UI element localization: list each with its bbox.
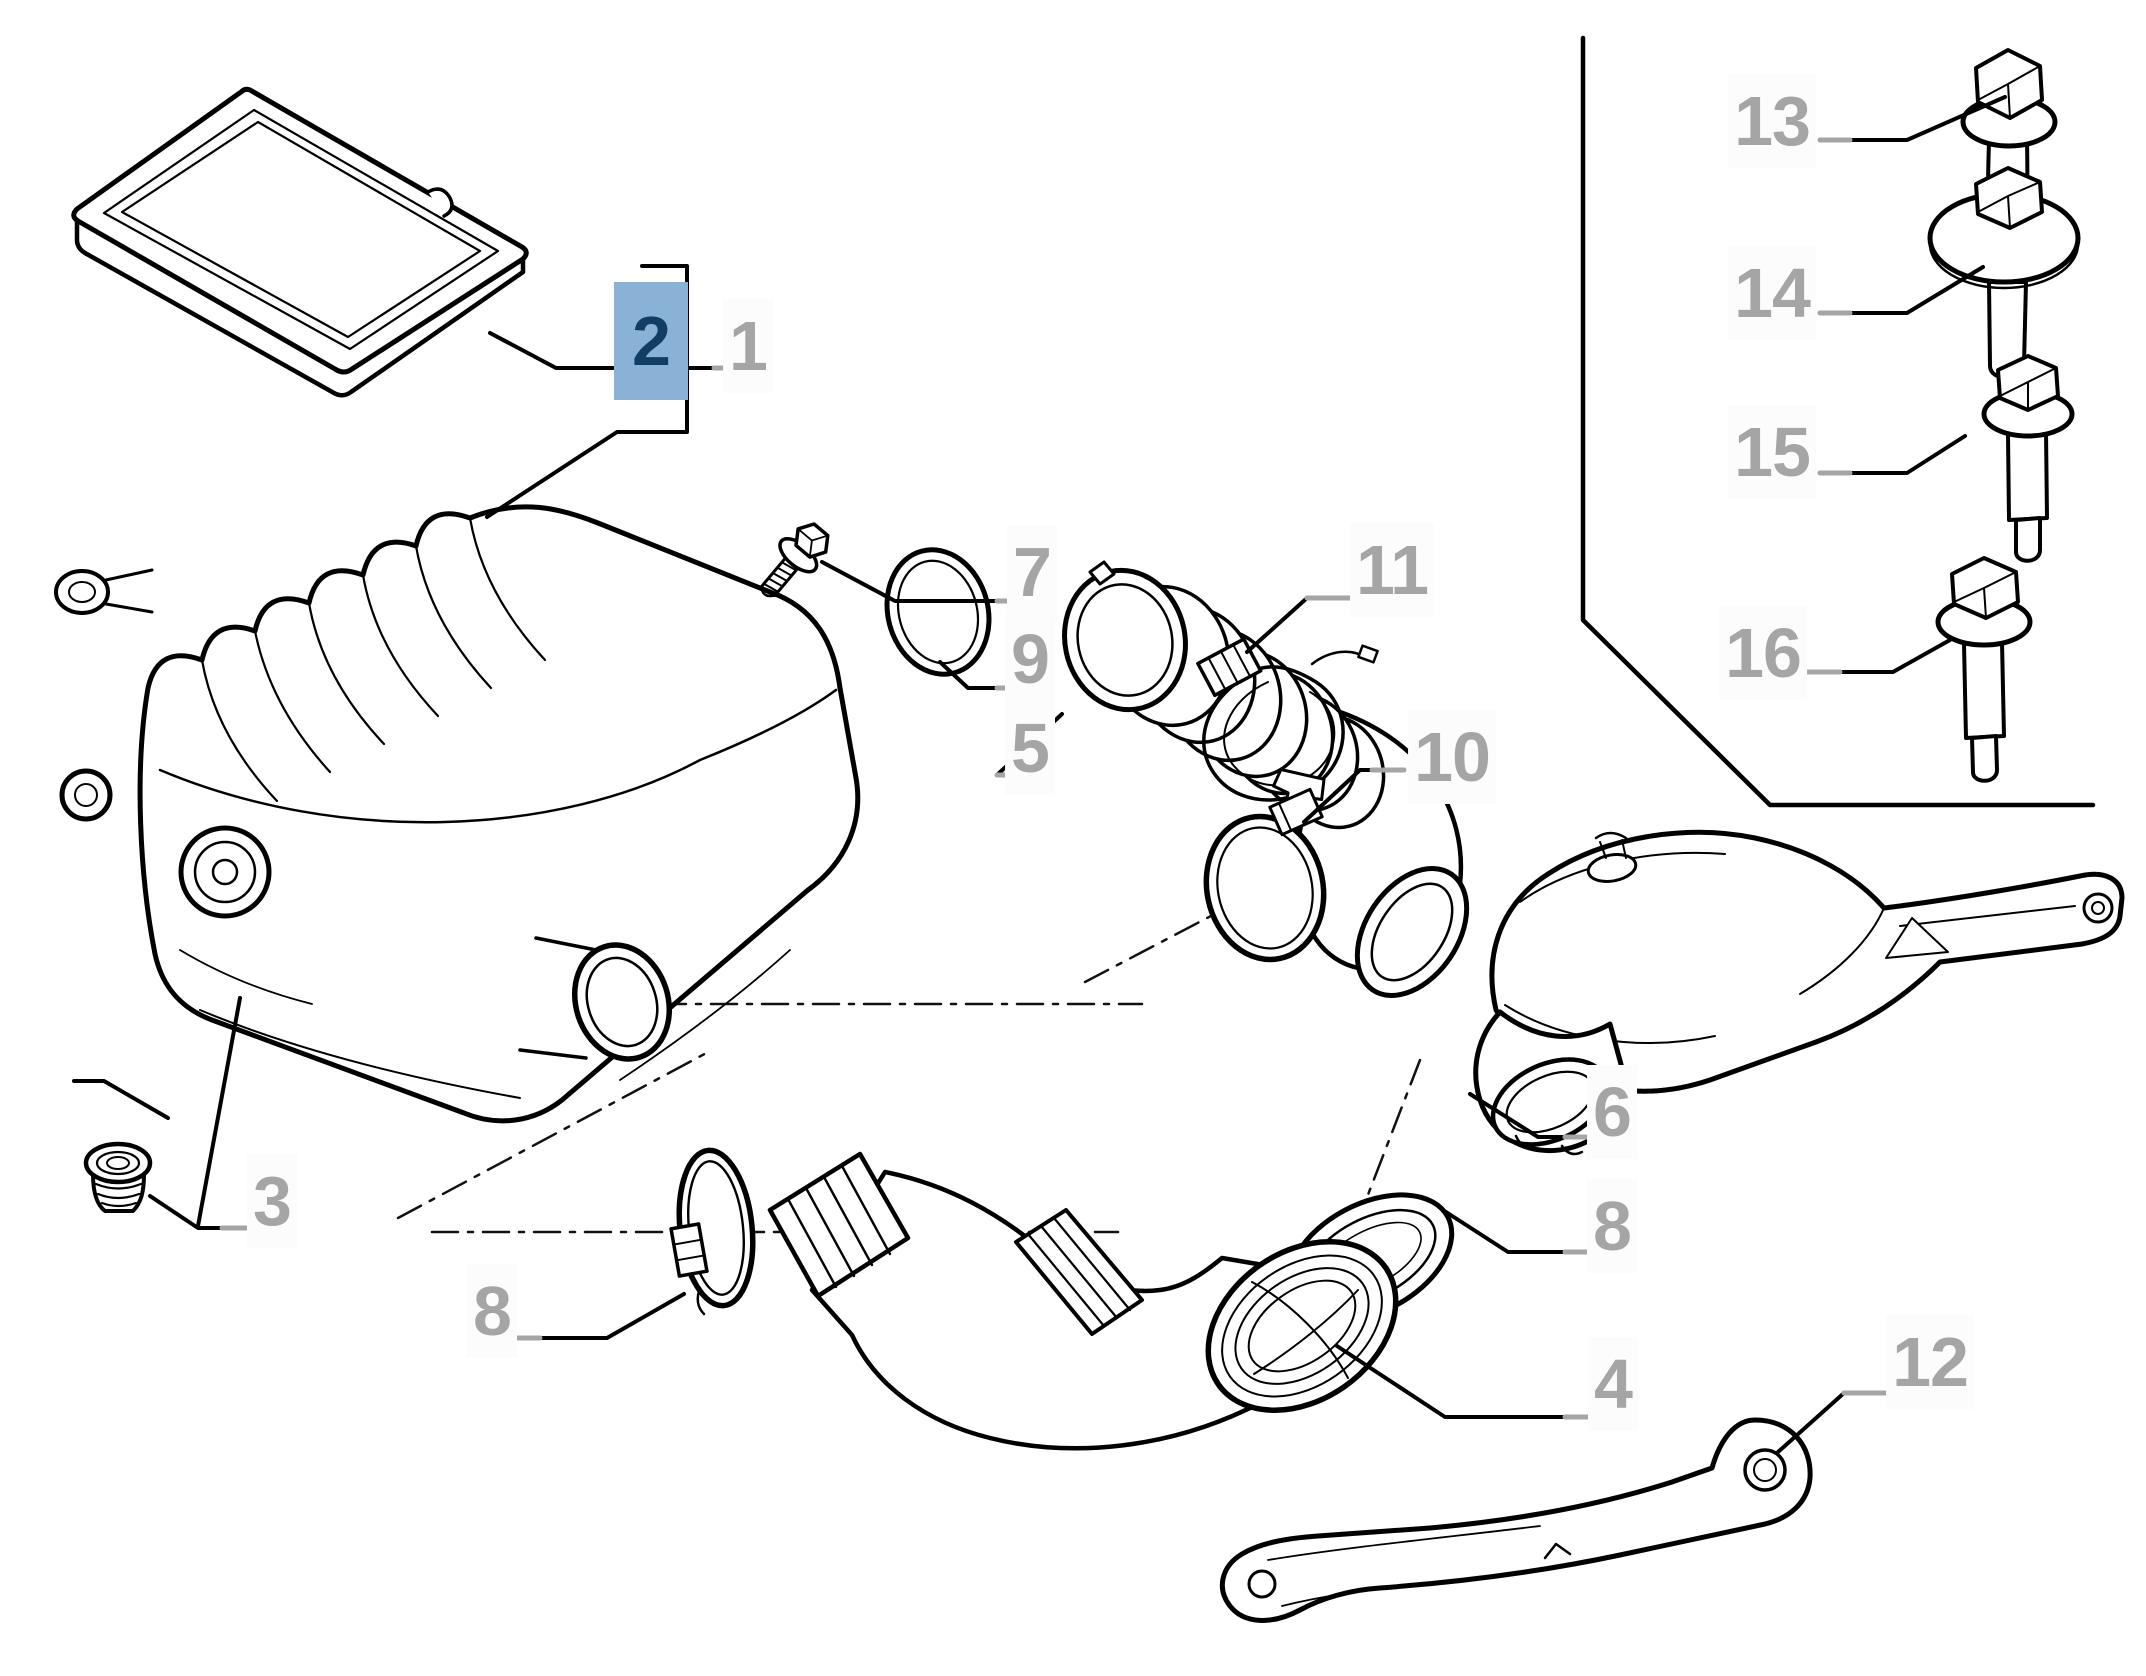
fastener-group-divider — [1580, 35, 2096, 808]
leader-ticks — [219, 137, 1889, 1420]
callout-7[interactable]: 7 — [1007, 525, 1057, 619]
callout-9[interactable]: 9 — [1005, 612, 1055, 706]
callout-10[interactable]: 10 — [1408, 710, 1496, 804]
callout-6[interactable]: 6 — [1587, 1065, 1637, 1159]
callout-16[interactable]: 16 — [1719, 606, 1807, 700]
callout-8[interactable]: 8 — [1587, 1179, 1637, 1273]
leader-lines — [72, 95, 2007, 1454]
support-bracket — [1219, 1417, 1813, 1623]
outlet-hose — [767, 1151, 1399, 1451]
intake-duct — [1473, 829, 2125, 1156]
callout-3[interactable]: 3 — [247, 1154, 297, 1248]
callout-13[interactable]: 13 — [1728, 74, 1816, 168]
bolt-15 — [1981, 354, 2075, 563]
callout-4[interactable]: 4 — [1588, 1337, 1638, 1431]
callout-1[interactable]: 1 — [723, 299, 773, 393]
callout-12[interactable]: 12 — [1886, 1315, 1974, 1409]
bolt-16 — [1935, 556, 2033, 783]
callout-11[interactable]: 11 — [1350, 523, 1434, 617]
air-filter-element — [71, 86, 529, 398]
callout-14[interactable]: 14 — [1728, 246, 1816, 340]
callout-2-highlighted[interactable]: 2 — [614, 282, 688, 400]
callout-8[interactable]: 8 — [467, 1264, 517, 1358]
hose-clamp-small — [669, 1147, 756, 1316]
hose-clamp-large — [1203, 787, 1327, 963]
callout-15[interactable]: 15 — [1728, 405, 1816, 499]
grommet — [83, 1141, 153, 1213]
screw — [759, 522, 830, 598]
air-cleaner-housing — [54, 504, 861, 1124]
callout-5[interactable]: 5 — [1005, 701, 1055, 795]
